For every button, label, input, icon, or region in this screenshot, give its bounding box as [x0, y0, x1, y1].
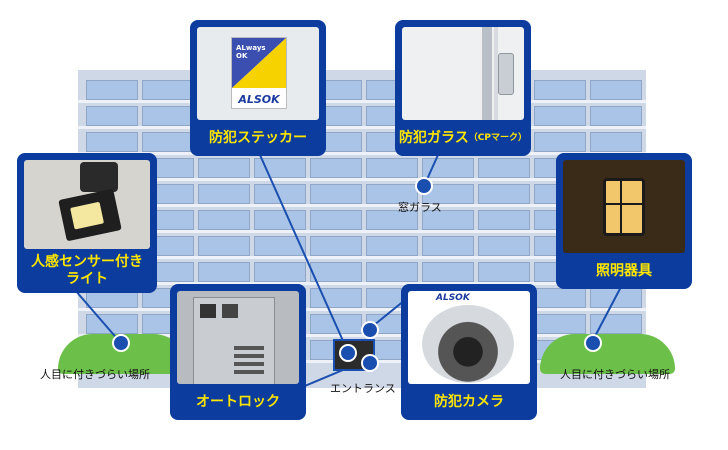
dot-entrance-top	[361, 321, 379, 339]
building-window	[198, 210, 250, 230]
balcony-rail	[78, 126, 646, 129]
building-window	[478, 158, 530, 178]
callout-window-glass: 窓ガラス	[398, 201, 442, 214]
line-sticker	[259, 154, 349, 353]
building-window	[534, 80, 586, 100]
building-window	[478, 262, 530, 282]
balcony-rail	[78, 100, 646, 103]
building-window	[590, 80, 642, 100]
dome-camera-icon	[422, 305, 514, 383]
balcony-rail	[78, 256, 646, 259]
building-window	[254, 184, 306, 204]
building-window	[590, 106, 642, 126]
camera-brand: ALSOK	[436, 293, 470, 303]
intercom-panel-icon	[193, 297, 275, 384]
card-label: 人感センサー付き ライト	[31, 254, 143, 287]
callout-hidden-right: 人目に付きづらい場所	[560, 368, 670, 381]
card-label: オートロック	[196, 393, 280, 410]
card-light-fixture: 照明器具	[556, 153, 692, 289]
line-sensor-light	[74, 289, 121, 343]
dot-entrance-left	[339, 344, 357, 362]
bush-right	[540, 334, 675, 374]
card-label: 防犯ステッカー	[209, 129, 307, 146]
building-window	[366, 184, 418, 204]
card-autolock: オートロック	[170, 284, 306, 420]
card-label: 照明器具	[596, 262, 652, 279]
building-window	[590, 132, 642, 152]
sensor-light-photo	[24, 160, 150, 249]
building-window	[198, 158, 250, 178]
building-window	[534, 132, 586, 152]
building-window	[254, 236, 306, 256]
card-label: 防犯ガラス（CPマーク）	[395, 120, 531, 156]
building-window	[422, 210, 474, 230]
callout-entrance: エントランス	[330, 382, 396, 395]
dot-hidden-left	[112, 334, 130, 352]
building-window	[86, 80, 138, 100]
building-window	[86, 106, 138, 126]
glass-label-main: 防犯ガラス	[399, 129, 469, 146]
building-window	[422, 236, 474, 256]
balcony-rail	[78, 282, 646, 285]
building-window	[478, 236, 530, 256]
lantern-icon	[603, 178, 645, 236]
building-window	[198, 236, 250, 256]
building-window	[198, 184, 250, 204]
building-window	[366, 158, 418, 178]
sticker-brand: ALSOK	[238, 93, 280, 106]
glass-label-small: （CPマーク）	[468, 132, 527, 143]
sticker-graphic: ALways OK ALSOK	[231, 37, 287, 109]
balcony-rail	[78, 204, 646, 207]
building-window	[310, 210, 362, 230]
card-label: 防犯カメラ	[434, 393, 504, 410]
window-latch-icon	[498, 53, 514, 95]
building-window	[254, 262, 306, 282]
card-sensor-light: 人感センサー付き ライト	[17, 153, 157, 293]
sticker-text-top: ALways OK	[236, 44, 266, 60]
balcony-rail	[78, 308, 646, 311]
building-window	[366, 262, 418, 282]
building-window	[310, 262, 362, 282]
autolock-photo	[177, 291, 299, 384]
building-window	[254, 210, 306, 230]
dot-hidden-right	[584, 334, 602, 352]
building-window	[422, 262, 474, 282]
lighting-photo	[563, 160, 685, 253]
card-security-glass: 防犯ガラス（CPマーク）	[395, 20, 531, 156]
balcony-rail	[78, 178, 646, 181]
dot-entrance-bottom	[361, 354, 379, 372]
balcony-rail	[78, 230, 646, 233]
card-security-camera: ALSOK 防犯カメラ	[401, 284, 537, 420]
camera-photo: ALSOK	[408, 291, 530, 384]
building-window	[366, 210, 418, 230]
card-security-sticker: ALways OK ALSOK 防犯ステッカー	[190, 20, 326, 156]
balcony-rail	[78, 152, 646, 155]
building-window	[310, 158, 362, 178]
floodlight-icon	[58, 188, 122, 242]
building-window	[310, 288, 362, 308]
building-window	[478, 184, 530, 204]
line-lighting	[591, 284, 623, 343]
building-window	[534, 106, 586, 126]
building-window	[310, 236, 362, 256]
building-window	[86, 132, 138, 152]
dot-window-glass	[415, 177, 433, 195]
callout-hidden-left: 人目に付きづらい場所	[40, 368, 150, 381]
building-window	[198, 262, 250, 282]
building-window	[478, 210, 530, 230]
building-window	[310, 184, 362, 204]
building-window	[366, 236, 418, 256]
glass-photo	[402, 27, 524, 120]
sticker-photo: ALways OK ALSOK	[197, 27, 319, 120]
